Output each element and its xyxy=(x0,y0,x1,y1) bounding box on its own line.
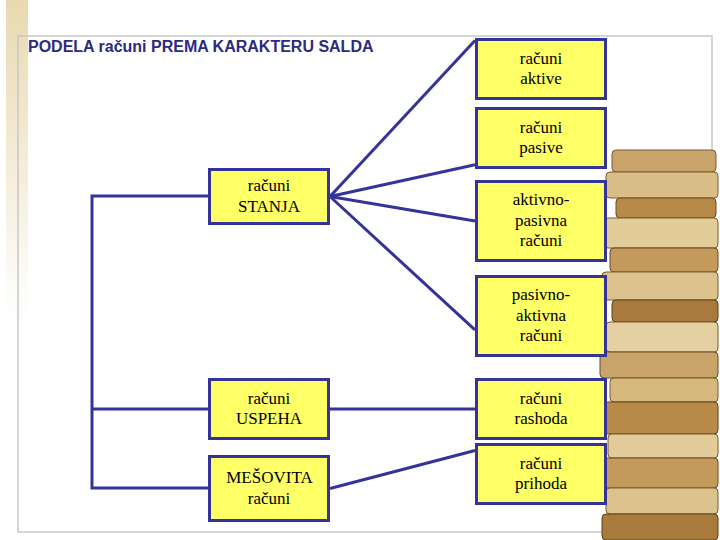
category-box: računi rashoda xyxy=(475,378,607,440)
category-box: MEŠOVITA računi xyxy=(208,455,330,522)
box-label: računi pasive xyxy=(519,118,562,159)
box-label: aktivno-pasivna računi xyxy=(513,190,570,251)
category-box: računi pasive xyxy=(475,107,607,169)
connector-line xyxy=(330,408,475,411)
category-box: računi STANJA xyxy=(208,168,330,225)
box-label: MEŠOVITA računi xyxy=(226,468,312,509)
book-stack xyxy=(600,150,718,540)
box-label: računi rashoda xyxy=(515,389,568,430)
category-box: računi USPEHA xyxy=(208,378,330,440)
category-box: pasivno-aktivna računi xyxy=(475,275,607,357)
category-box: računi aktive xyxy=(475,38,607,100)
connector-line xyxy=(330,165,475,197)
box-label: računi aktive xyxy=(520,49,562,90)
box-label: računi prihoda xyxy=(515,454,567,495)
connector-line xyxy=(330,450,475,488)
connector-line xyxy=(330,197,475,330)
slide-title: PODELA računi PREMA KARAKTERU SALDA xyxy=(28,38,374,56)
side-band xyxy=(6,0,28,320)
group-bracket xyxy=(92,196,208,488)
connector-line xyxy=(330,40,475,196)
box-label: računi STANJA xyxy=(238,176,300,217)
box-label: računi USPEHA xyxy=(236,389,302,430)
category-box: računi prihoda xyxy=(475,443,607,505)
category-box: aktivno-pasivna računi xyxy=(475,180,607,262)
box-label: pasivno-aktivna računi xyxy=(512,285,571,346)
